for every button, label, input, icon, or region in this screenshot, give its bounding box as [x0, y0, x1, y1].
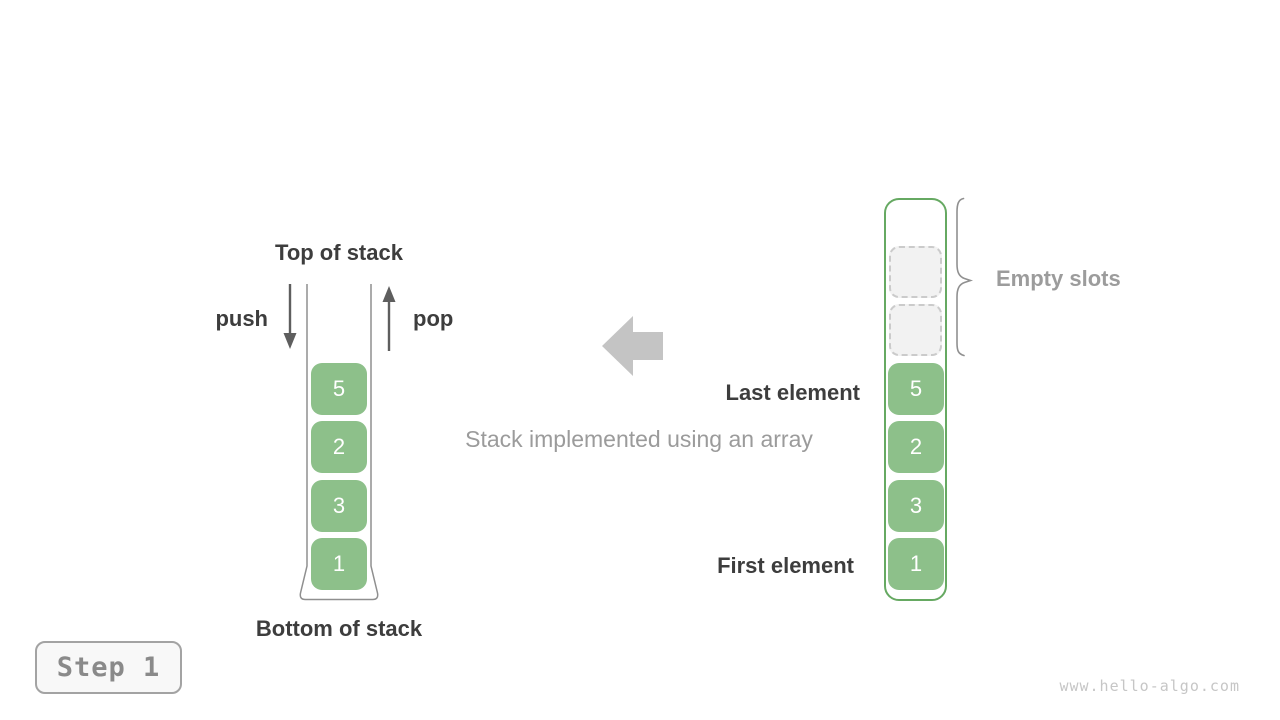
array-cell: 5	[888, 363, 944, 415]
stack-cell: 3	[311, 480, 367, 532]
diagram-caption: Stack implemented using an array	[465, 426, 813, 452]
stack-cell: 2	[311, 421, 367, 473]
watermark: www.hello-algo.com	[1059, 677, 1240, 695]
array-cell: 1	[888, 538, 944, 590]
pop-label: pop	[413, 306, 454, 331]
array-cell: 3	[888, 480, 944, 532]
first-element-label: First element	[717, 553, 854, 578]
push-label: push	[215, 306, 268, 331]
pop-arrow-icon	[382, 286, 396, 351]
push-arrow-icon	[283, 284, 297, 349]
step-badge: Step 1	[35, 641, 182, 694]
top-of-stack-label: Top of stack	[275, 240, 403, 265]
last-element-label: Last element	[725, 380, 861, 405]
stack-cell: 5	[311, 363, 367, 415]
bottom-of-stack-label: Bottom of stack	[255, 616, 423, 641]
stack-cell: 1	[311, 538, 367, 590]
empty-slot	[889, 246, 942, 298]
empty-slots-label: Empty slots	[996, 266, 1121, 291]
empty-slots-brace	[956, 197, 974, 357]
empty-slot	[889, 304, 942, 356]
left-block-arrow-icon	[602, 316, 663, 376]
array-cell: 2	[888, 421, 944, 473]
